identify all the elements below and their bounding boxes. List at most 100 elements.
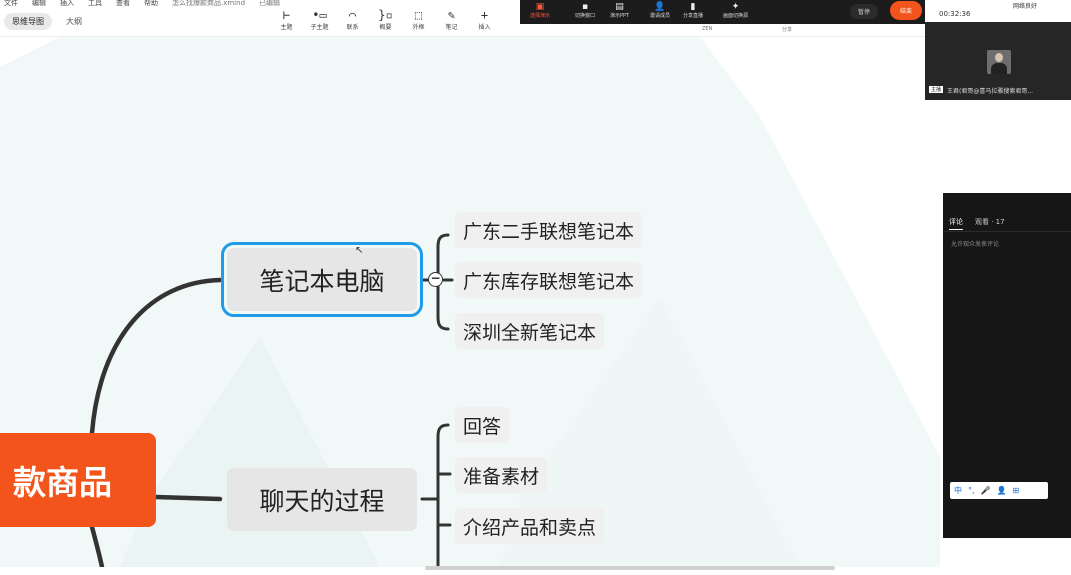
tab-outline[interactable]: 大纲: [66, 17, 82, 26]
collapse-button[interactable]: −: [428, 272, 443, 287]
share-live-label: 分享直播: [683, 13, 704, 19]
topic-button[interactable]: ⊢ 主题: [270, 8, 303, 31]
background-mountains: [0, 37, 940, 567]
insert-button[interactable]: + 插入: [468, 8, 501, 31]
relationship-label: 联系: [346, 24, 359, 31]
pause-button[interactable]: 暂停: [850, 4, 879, 19]
tab-viewers[interactable]: 观看 · 17: [975, 218, 1005, 226]
subtopic-label: 子主题: [310, 24, 329, 31]
comment-tabs: 评论 观看 · 17: [949, 217, 1005, 230]
invite-member-label: 邀请成员: [650, 13, 671, 19]
subtopic-label: 深圳全新笔记本: [463, 321, 597, 344]
subtopic-label: 广东库存联想笔记本: [463, 270, 635, 293]
subtopic-label: 介绍产品和卖点: [463, 516, 597, 539]
note-button[interactable]: ✎ 笔记: [435, 8, 468, 31]
status-area: 00:32:36 网络良好: [925, 0, 1071, 22]
group-label-zen: ZEN: [702, 26, 713, 32]
subtopic-button[interactable]: •▭ 子主题: [303, 8, 336, 31]
topic-icon: ⊢: [282, 8, 291, 22]
subtopic-3[interactable]: 深圳全新笔记本: [455, 313, 605, 349]
user-icon[interactable]: 👤: [996, 486, 1007, 495]
switch-window-button[interactable]: ▪ 切换窗口: [575, 2, 595, 19]
mouse-cursor-icon: ↖: [355, 245, 364, 256]
presenter-name: 王君(君哥@喜马拉雅搜索君哥...: [947, 88, 1034, 95]
menu-help[interactable]: 帮助: [144, 0, 158, 7]
menu-tools[interactable]: 工具: [88, 0, 102, 7]
relationship-button[interactable]: ⌒ 联系: [336, 8, 369, 31]
branch-topic-laptop[interactable]: 笔记本电脑: [221, 242, 423, 317]
boundary-button[interactable]: ⬚ 外框: [402, 8, 435, 31]
tab-comments[interactable]: 评论: [949, 217, 963, 230]
sparkle-icon: ✦: [731, 2, 740, 12]
grid-icon[interactable]: ⊞: [1012, 486, 1020, 495]
select-demo-button[interactable]: ▣ 选择演示: [530, 2, 550, 19]
switch-source-button[interactable]: ✦ 画面切换源: [723, 2, 748, 19]
invite-member-button[interactable]: 👤 邀请成员: [650, 2, 670, 19]
view-tabs: 思维导图 大纲: [4, 13, 90, 30]
subtopic-4[interactable]: 回答: [455, 407, 510, 443]
menubar: 文件 编辑 插入 工具 查看 帮助 怎么找爆款商品.xmind 已编辑: [0, 0, 524, 8]
switch-window-label: 切换窗口: [575, 13, 596, 19]
subtopic-label: 广东二手联想笔记本: [463, 220, 635, 243]
note-label: 笔记: [445, 24, 458, 31]
ime-chinese-mode[interactable]: 中: [954, 486, 962, 495]
group-label-share: 分享: [782, 27, 793, 33]
switch-source-label: 画面切换源: [723, 13, 749, 19]
subtopic-label: 准备素材: [463, 465, 540, 488]
branch-topic-chat[interactable]: 聊天的过程: [227, 468, 417, 531]
ime-toolbar: 中 °, 🎤 👤 ⊞: [950, 482, 1048, 499]
presenter-video[interactable]: 主播 王君(君哥@喜马拉雅搜索君哥...: [925, 22, 1071, 100]
mindmap-canvas[interactable]: 款商品 笔记本电脑 − ↖ 广东二手联想笔记本 广东库存联想笔记本 深圳全新笔记…: [0, 37, 1071, 567]
tab-mindmap[interactable]: 思维导图: [4, 13, 52, 30]
ime-punctuation[interactable]: °,: [968, 486, 975, 495]
boundary-label: 外框: [412, 24, 425, 31]
presenter-avatar: [987, 50, 1011, 74]
relationship-icon: ⌒: [348, 8, 357, 22]
stop-share-icon: ▣: [535, 2, 545, 12]
host-badge: 主播: [929, 86, 944, 93]
root-topic-label: 款商品: [13, 463, 112, 502]
branch-topic-label: 笔记本电脑: [259, 266, 385, 296]
subtopic-icon: •▭: [312, 8, 327, 22]
subtopic-5[interactable]: 准备素材: [455, 457, 548, 493]
window-icon: ▪: [581, 2, 589, 12]
share-live-button[interactable]: ▮ 分享直播: [683, 2, 703, 19]
timer: 00:32:36: [939, 10, 971, 18]
menu-file[interactable]: 文件: [4, 0, 18, 7]
network-status: 网络良好: [1013, 3, 1038, 10]
demo-ppt-label: 演示PPT: [610, 13, 630, 19]
subtopic-label: 回答: [463, 415, 502, 438]
file-name: 怎么找爆款商品.xmind: [172, 0, 246, 7]
comment-panel: 评论 观看 · 17 允许观众发表评论: [943, 193, 1071, 538]
insert-label: 插入: [478, 24, 491, 31]
connector-lines: [89, 233, 454, 567]
note-icon: ✎: [447, 8, 456, 22]
menu-edit[interactable]: 编辑: [32, 0, 46, 7]
person-add-icon: 👤: [654, 2, 666, 12]
root-topic[interactable]: 款商品: [0, 433, 156, 527]
share-control-panel: ▣ 选择演示 ▪ 切换窗口 ▤ 演示PPT 👤 邀请成员 ▮ 分享直播 ✦ 画面…: [520, 0, 925, 33]
edit-status: 已编辑: [259, 0, 281, 7]
demo-ppt-button[interactable]: ▤ 演示PPT: [610, 2, 629, 19]
toolbar-divider: [0, 36, 1071, 37]
horizontal-scrollbar[interactable]: [425, 566, 835, 570]
menu-view[interactable]: 查看: [116, 0, 130, 7]
menu-insert[interactable]: 插入: [60, 0, 74, 7]
branch-topic-label: 聊天的过程: [259, 486, 385, 516]
share-icon: ▮: [690, 2, 696, 12]
comment-permission-dropdown[interactable]: 允许观众发表评论: [951, 241, 1000, 248]
plus-icon: +: [480, 8, 489, 22]
summary-button[interactable]: }▫ 概要: [369, 8, 402, 31]
subtopic-6[interactable]: 介绍产品和卖点: [455, 508, 605, 544]
subtopic-1[interactable]: 广东二手联想笔记本: [455, 212, 643, 248]
microphone-icon[interactable]: 🎤: [980, 486, 991, 495]
subtopic-2[interactable]: 广东库存联想笔记本: [455, 262, 643, 298]
toolbar: ⊢ 主题 •▭ 子主题 ⌒ 联系 }▫ 概要 ⬚ 外框 ✎ 笔记 + 插入: [270, 8, 501, 31]
summary-icon: }▫: [378, 8, 393, 22]
topic-label: 主题: [280, 24, 293, 31]
select-demo-label: 选择演示: [530, 13, 551, 19]
end-button[interactable]: 结束: [890, 1, 923, 20]
comment-divider: [943, 231, 1071, 232]
summary-label: 概要: [379, 24, 392, 31]
ppt-icon: ▤: [615, 2, 624, 12]
